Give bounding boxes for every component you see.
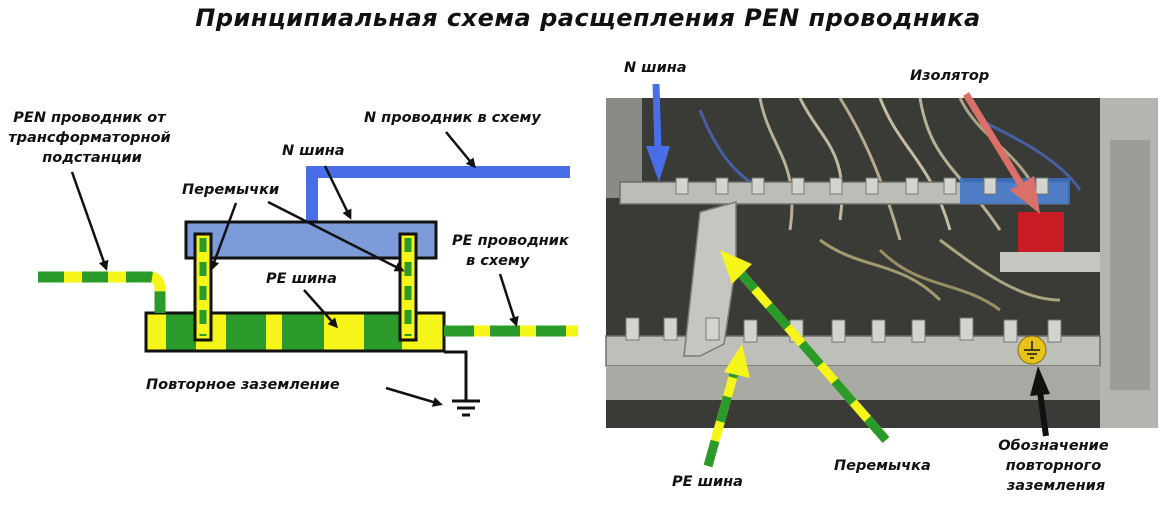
label-jumpers: Перемычки — [182, 182, 279, 198]
photo-arrow-insulator — [963, 92, 1040, 214]
n-conductor — [306, 166, 570, 222]
label-pen-from-substation: PEN проводник от трансформаторной подста… — [8, 110, 176, 166]
pointer-jumper-left — [209, 202, 238, 271]
jumper-right — [398, 232, 418, 342]
photo-bolts-top — [675, 177, 1049, 195]
pointer-jumper-right — [267, 200, 405, 272]
pen-conductor — [38, 271, 166, 313]
label-n-to-circuit: N проводник в схему — [364, 110, 541, 126]
pointer-pe-conductor — [498, 273, 519, 327]
label-pe-bus: PE шина — [266, 271, 337, 287]
photo-grounding-sign — [1017, 335, 1047, 365]
photo-arrow-n-bus — [646, 83, 670, 182]
photo-arrow-pe-bus — [703, 344, 750, 468]
photo-jumper — [683, 201, 737, 357]
schematic-pointers — [70, 131, 519, 407]
photo-arrow-jumper — [720, 250, 890, 443]
photo-panel: N шина Изолятор PE шина Перемычка Обозна… — [605, 60, 1158, 494]
pointer-n-conductor — [445, 131, 476, 169]
pointer-pe-bus — [303, 289, 338, 329]
schematic: PEN проводник от трансформаторной подста… — [8, 110, 578, 417]
pointer-pen — [70, 171, 109, 271]
ground-symbol — [444, 350, 480, 417]
photo-label-grounding-mark: Обозначение повторного заземления — [998, 438, 1114, 494]
pointer-n-bus — [323, 165, 352, 220]
diagram-title: Принципиальная схема расщепления PEN про… — [195, 4, 981, 32]
photo-label-n-bus: N шина — [624, 60, 687, 76]
jumper-left — [193, 232, 213, 342]
photo-insulator — [1018, 212, 1064, 252]
label-n-bus: N шина — [282, 143, 345, 159]
photo-label-jumper: Перемычка — [834, 458, 931, 474]
photo-label-insulator: Изолятор — [910, 68, 989, 84]
photo-label-pe-bus: PE шина — [672, 474, 743, 490]
pointer-ground — [385, 386, 443, 407]
label-re-grounding: Повторное заземление — [146, 377, 340, 393]
photo-arrow-grounding — [1030, 366, 1050, 437]
label-pe-to-circuit: PE проводник в схему — [452, 233, 574, 269]
